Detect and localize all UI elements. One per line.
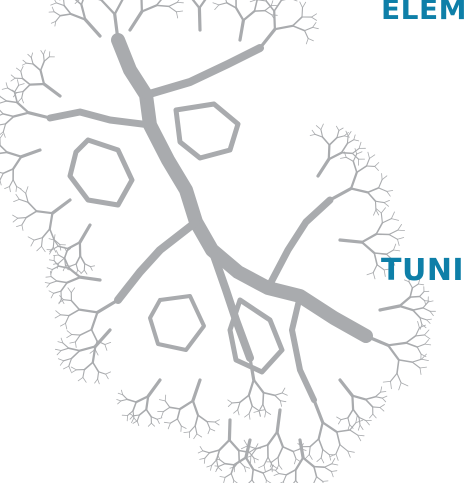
top-heading: ELEM — [381, 0, 466, 24]
middle-heading: TUNI — [381, 256, 464, 286]
